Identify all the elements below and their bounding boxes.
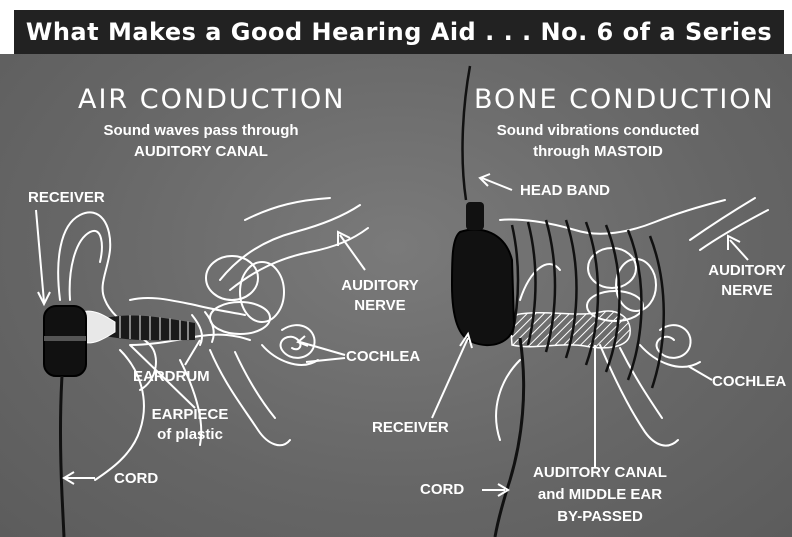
bone-conduction-subtitle: Sound vibrations conducted through MASTO…: [462, 120, 734, 162]
label-cochlea-air: COCHLEA: [346, 347, 420, 367]
auditory-nerve-bone-line-2: NERVE: [702, 281, 792, 301]
label-cochlea-bone: COCHLEA: [712, 372, 786, 392]
bypassed-line-3: BY-PASSED: [520, 506, 680, 528]
air-conduction-subtitle: Sound waves pass through AUDITORY CANAL: [66, 120, 336, 162]
label-cord-air: CORD: [114, 469, 158, 489]
label-head-band: HEAD BAND: [520, 181, 610, 201]
label-receiver-air: RECEIVER: [28, 188, 105, 208]
bone-conduction-title: BONE CONDUCTION: [474, 84, 775, 115]
auditory-nerve-air-line-1: AUDITORY: [335, 276, 425, 296]
earpiece-line-1: EARPIECE: [140, 405, 240, 425]
bone-receiver-device: [452, 202, 514, 345]
label-cord-bone: CORD: [420, 480, 464, 500]
label-receiver-bone: RECEIVER: [372, 418, 449, 438]
label-auditory-nerve-air: AUDITORY NERVE: [335, 276, 425, 316]
label-eardrum: EARDRUM: [133, 367, 210, 387]
air-subtitle-line-1: Sound waves pass through: [66, 120, 336, 141]
label-earpiece: EARPIECE of plastic: [140, 405, 240, 445]
label-auditory-nerve-bone: AUDITORY NERVE: [702, 261, 792, 301]
label-bypassed: AUDITORY CANAL and MIDDLE EAR BY-PASSED: [520, 462, 680, 528]
air-subtitle-line-2: AUDITORY CANAL: [66, 141, 336, 162]
auditory-nerve-bone-line-1: AUDITORY: [702, 261, 792, 281]
sound-wave-canal: [82, 311, 195, 343]
bypassed-line-2: and MIDDLE EAR: [520, 484, 680, 506]
auditory-nerve-air-line-2: NERVE: [335, 296, 425, 316]
bone-subtitle-line-2: through MASTOID: [462, 141, 734, 162]
bypassed-line-1: AUDITORY CANAL: [520, 462, 680, 484]
air-conduction-title: AIR CONDUCTION: [78, 84, 345, 115]
bone-subtitle-line-1: Sound vibrations conducted: [462, 120, 734, 141]
air-cord: [61, 376, 65, 537]
earpiece-line-2: of plastic: [140, 425, 240, 445]
air-receiver-device: [44, 306, 86, 376]
